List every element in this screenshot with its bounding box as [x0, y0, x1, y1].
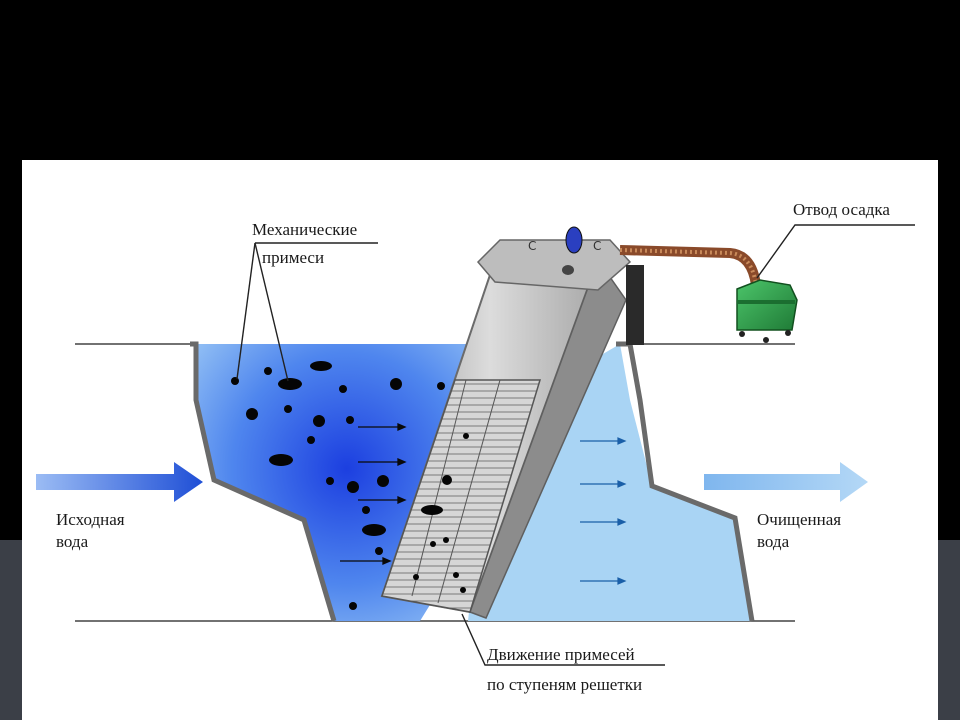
motion-label-line1: Движение примесей — [487, 645, 635, 664]
impurity-particles — [231, 361, 445, 610]
outlet-label-line2: вода — [757, 532, 790, 551]
sludge-label: Отвод осадка — [793, 200, 890, 219]
leader-lines — [236, 224, 915, 666]
inlet-label-line2: вода — [56, 532, 89, 551]
clean-flow-arrows — [580, 437, 627, 585]
step-grate: C C — [380, 226, 644, 619]
trapped-particles — [413, 433, 469, 593]
impurities-label: Механические примеси — [252, 219, 357, 269]
outlet-label-line1: Очищенная — [757, 510, 842, 529]
dirty-flow-arrows — [340, 423, 407, 565]
impurities-label-line2: примеси — [262, 248, 325, 267]
outlet-arrow — [704, 462, 868, 502]
impurities-label-line1: Механические — [252, 220, 358, 239]
inlet-label: Исходная вода — [56, 509, 125, 553]
inlet-arrow — [36, 462, 203, 502]
sludge-container — [736, 279, 798, 343]
drive-motor — [565, 226, 583, 254]
motion-label-line2: по ступеням решетки — [487, 675, 643, 694]
svg-text:C: C — [528, 239, 536, 253]
motion-label: Движение примесей по ступеням решетки — [487, 644, 642, 696]
outlet-label: Очищенная вода — [757, 509, 841, 553]
svg-text:C: C — [593, 239, 601, 253]
inlet-label-line1: Исходная — [56, 510, 125, 529]
